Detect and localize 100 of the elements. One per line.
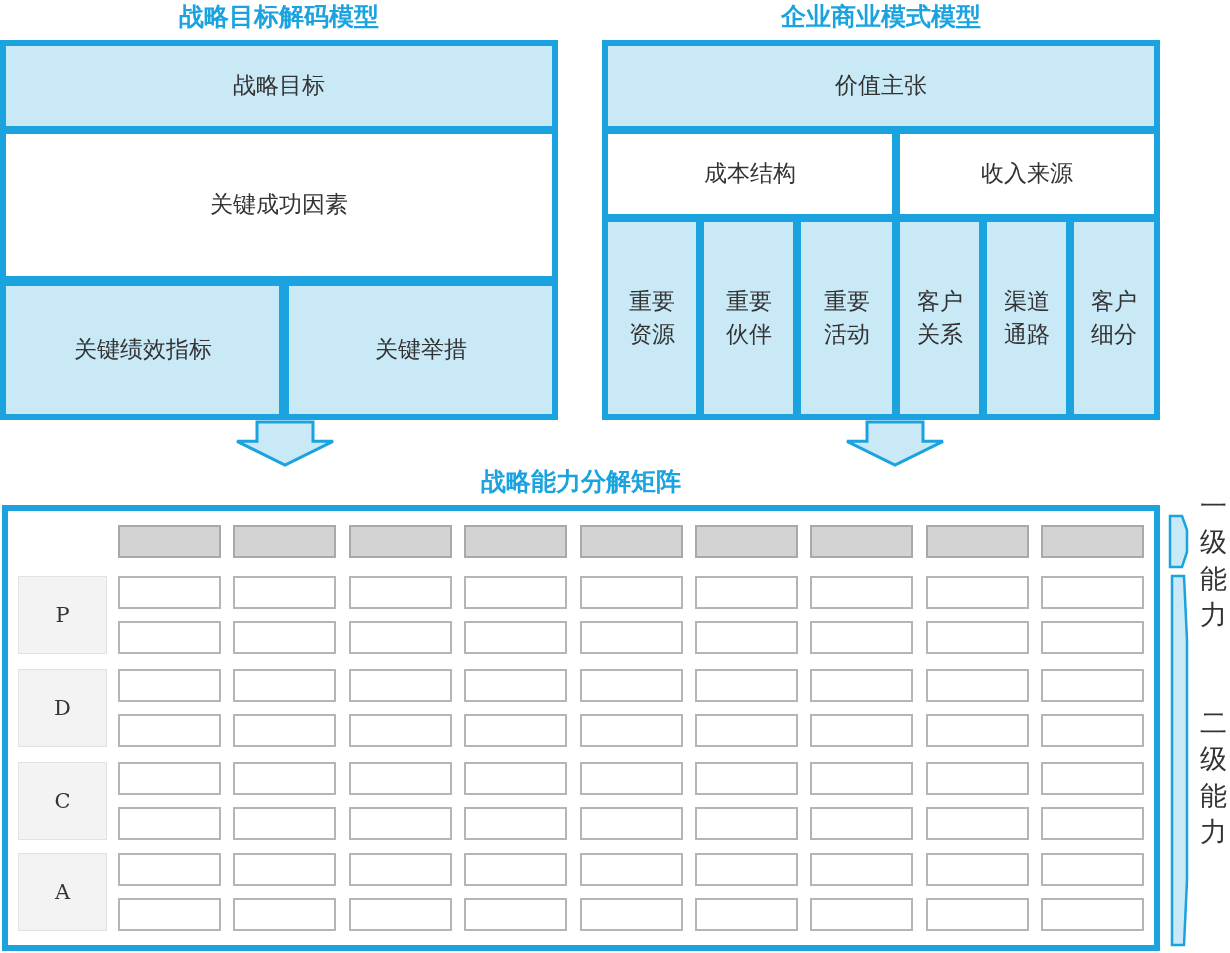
header-box	[810, 525, 913, 558]
model-cell: 关键成功因素	[6, 134, 552, 276]
matrix-box	[349, 807, 452, 840]
matrix-box	[233, 853, 336, 886]
matrix-box	[233, 714, 336, 747]
matrix-box	[695, 807, 798, 840]
matrix-box	[926, 762, 1029, 795]
matrix-box	[349, 762, 452, 795]
header-box	[233, 525, 336, 558]
matrix-box	[118, 807, 221, 840]
matrix-box	[810, 669, 913, 702]
section-title: 战略目标解码模型	[178, 1, 380, 33]
matrix-box	[926, 807, 1029, 840]
matrix-box	[926, 669, 1029, 702]
matrix-box	[349, 669, 452, 702]
matrix-box	[580, 807, 683, 840]
matrix-box	[1041, 807, 1144, 840]
matrix-box	[1041, 576, 1144, 609]
matrix-box	[1041, 669, 1144, 702]
matrix-box	[464, 762, 567, 795]
model-cell: 重要伙伴	[704, 222, 793, 414]
matrix-box	[1041, 762, 1144, 795]
matrix-box	[464, 576, 567, 609]
matrix-box	[1041, 621, 1144, 654]
model-cell: 客户关系	[900, 222, 979, 414]
model-cell: 重要资源	[608, 222, 696, 414]
matrix-box	[695, 762, 798, 795]
model-cell: 关键绩效指标	[6, 286, 279, 414]
row-label-box: C	[18, 762, 107, 840]
matrix-box	[349, 714, 452, 747]
matrix-box	[118, 853, 221, 886]
bracket-label: 二级能力	[1198, 706, 1228, 850]
matrix-box	[233, 807, 336, 840]
matrix-box	[695, 714, 798, 747]
model-cell: 渠道通路	[987, 222, 1066, 414]
matrix-box	[233, 898, 336, 931]
row-label-box: A	[18, 853, 107, 931]
matrix-box	[695, 669, 798, 702]
matrix-box	[349, 621, 452, 654]
matrix-box	[926, 853, 1029, 886]
matrix-box	[580, 621, 683, 654]
matrix-box	[695, 576, 798, 609]
header-box	[118, 525, 221, 558]
model-cell: 客户细分	[1074, 222, 1154, 414]
matrix-box	[118, 714, 221, 747]
matrix-box	[233, 621, 336, 654]
model-cell: 关键举措	[289, 286, 552, 414]
section-title: 企业商业模式模型	[780, 1, 982, 33]
matrix-box	[118, 762, 221, 795]
matrix-box	[349, 853, 452, 886]
matrix-box	[118, 576, 221, 609]
matrix-box	[926, 898, 1029, 931]
section-title: 战略能力分解矩阵	[480, 466, 682, 498]
matrix-box	[464, 621, 567, 654]
matrix-box	[580, 714, 683, 747]
model-cell: 价值主张	[608, 46, 1154, 126]
model-cell: 收入来源	[900, 134, 1154, 214]
matrix-box	[118, 621, 221, 654]
matrix-box	[810, 898, 913, 931]
header-box	[1041, 525, 1144, 558]
matrix-box	[464, 714, 567, 747]
matrix-box	[695, 898, 798, 931]
matrix-box	[926, 714, 1029, 747]
row-label-box: P	[18, 576, 107, 654]
matrix-box	[580, 669, 683, 702]
matrix-box	[464, 669, 567, 702]
model-cell: 重要活动	[801, 222, 892, 414]
matrix-box	[810, 714, 913, 747]
matrix-box	[695, 621, 798, 654]
header-box	[349, 525, 452, 558]
matrix-box	[118, 669, 221, 702]
block-arrow	[235, 420, 335, 467]
matrix-box	[926, 576, 1029, 609]
matrix-box	[810, 576, 913, 609]
matrix-box	[349, 898, 452, 931]
matrix-box	[233, 576, 336, 609]
matrix-box	[580, 762, 683, 795]
matrix-box	[580, 576, 683, 609]
model-cell: 战略目标	[6, 46, 552, 126]
matrix-box	[233, 669, 336, 702]
matrix-box	[580, 898, 683, 931]
matrix-box	[580, 853, 683, 886]
header-box	[695, 525, 798, 558]
matrix-box	[1041, 853, 1144, 886]
header-box	[464, 525, 567, 558]
matrix-box	[464, 853, 567, 886]
matrix-box	[1041, 898, 1144, 931]
matrix-box	[1041, 714, 1144, 747]
matrix-box	[810, 762, 913, 795]
matrix-box	[464, 898, 567, 931]
matrix-box	[233, 762, 336, 795]
block-arrow	[845, 420, 945, 467]
model-cell: 成本结构	[608, 134, 892, 214]
matrix-box	[695, 853, 798, 886]
header-box	[580, 525, 683, 558]
matrix-box	[349, 576, 452, 609]
row-label-box: D	[18, 669, 107, 747]
matrix-box	[810, 807, 913, 840]
matrix-box	[810, 853, 913, 886]
matrix-box	[464, 807, 567, 840]
